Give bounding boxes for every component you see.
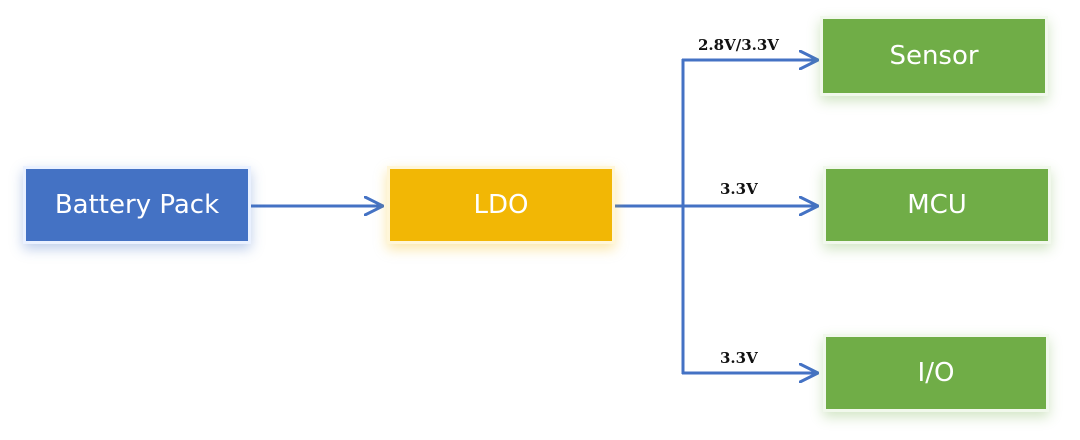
battery-pack-label: Battery Pack [54, 190, 220, 220]
io-block: I/O [823, 334, 1049, 412]
sensor-voltage-label: 2.8V/3.3V [698, 36, 779, 54]
ldo-label: LDO [473, 190, 529, 220]
battery-pack-block: Battery Pack [23, 166, 251, 244]
mcu-voltage-label: 3.3V [720, 180, 758, 198]
mcu-label: MCU [907, 190, 967, 220]
io-label: I/O [917, 358, 955, 388]
ldo-block: LDO [387, 166, 615, 244]
sensor-label: Sensor [889, 41, 979, 71]
sensor-block: Sensor [820, 16, 1048, 96]
io-voltage-label: 3.3V [720, 349, 758, 367]
mcu-block: MCU [823, 166, 1051, 244]
